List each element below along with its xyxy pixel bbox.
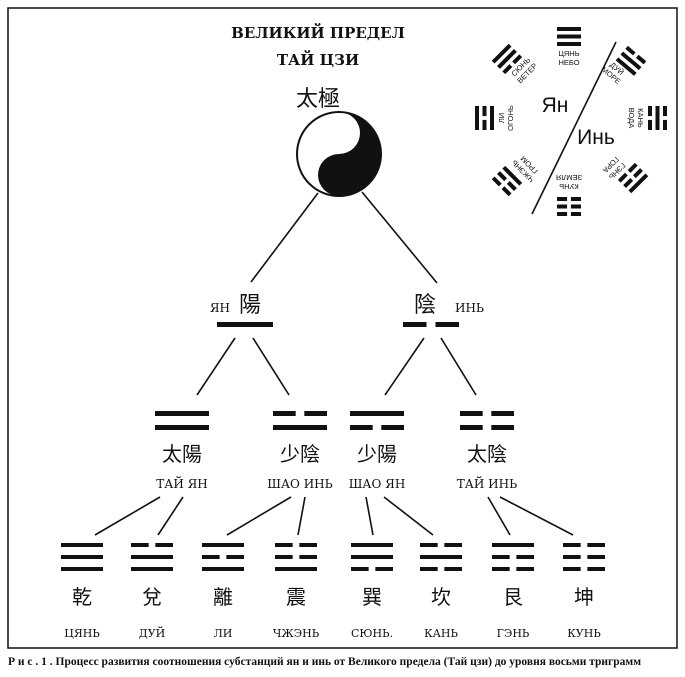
bagua-li-name: ЛИ [497,113,506,123]
trigram-kun-label: КУНЬ [567,627,601,640]
title-line-1: ВЕЛИКИЙ ПРЕДЕЛ [231,23,405,42]
bagua-xun-lines [491,43,523,75]
trigram-kan-lines [420,543,462,571]
bagua-qian-element: НЕБО [558,58,579,67]
bagua-kun-lines [557,197,581,216]
trigram-kan-hanzi: 坎 [431,585,451,609]
level2-shao-yang-lines [350,411,404,430]
trigram-kun-lines [563,543,605,571]
level2-tai-yin-label: ТАЙ ИНЬ [457,475,517,491]
level1-yin-line [403,322,459,327]
trigram-gen-lines [492,543,534,571]
title-line-2: ТАЙ ЦЗИ [277,50,359,69]
trigram-qian-hanzi: 乾 [72,585,92,609]
bagua-li-element: ОГОНЬ [506,105,515,131]
bagua-qian-icon [557,27,581,46]
level2-tai-yang-label: ТАЙ ЯН [156,475,208,491]
level2-shao-yang-hanzi: 少陽 [357,442,397,466]
bagua-zhen-icon [491,165,523,197]
level2-shao-yin-lines [273,411,327,430]
bagua-kan-lines [648,106,667,130]
bagua-dui-lines [615,45,647,76]
trigram-dui-hanzi: 兌 [142,585,162,609]
bagua-kun-element: ЗЕМЛЯ [556,173,582,182]
trigram-li-hanzi: 離 [213,585,233,609]
trigram-gen-label: ГЭНЬ [497,627,530,640]
trigram-kun-hanzi: 坤 [574,585,594,609]
trigram-xun-lines [351,543,393,571]
trigram-xun-label: СЮНЬ. [351,627,393,640]
trigram-zhen-hanzi: 震 [286,585,306,609]
level2-shao-yin-hanzi: 少陰 [280,442,320,466]
bagua-xun-icon [491,43,523,75]
bagua-kan-icon [648,106,667,130]
bagua-kun-name: КУНЬ [559,182,579,191]
bagua-dui-icon [615,45,647,76]
trigram-dui-label: ДУЙ [139,626,166,640]
bagua-yin-label: Инь [577,126,615,149]
bagua-kan-element: ВОДА [627,108,636,129]
trigram-zhen-lines [275,543,317,571]
level2-tai-yin-hanzi: 太陰 [467,442,507,466]
trigram-li-label: ЛИ [214,627,233,640]
level2-group: 太陽 ТАЙ ЯН 少陰 ШАО ИНЬ 少陽 ШАО ЯН 太陰 ТАЙ ИНЬ [155,411,517,491]
level2-tai-yang-lines [155,411,209,430]
bagua-qian-lines [557,27,581,46]
trigram-xun-hanzi: 巽 [362,585,382,609]
bagua-zhen-lines [491,165,523,197]
bagua-gen-icon [617,162,649,194]
bagua-kan-name: КАНЬ [636,108,645,128]
level1-yin-hanzi: 陰 [414,293,436,318]
trigram-row: 乾 ЦЯНЬ 兌 ДУЙ 離 ЛИ 震 ЧЖЭНЬ 巽 СЮНЬ. 坎 КАНЬ 艮 ГЭНЬ 坤 КУНЬ [61,543,605,640]
trigram-qian-lines [61,543,103,571]
level1-yang-label: ЯН [210,301,230,315]
level2-tai-yin-lines [460,411,514,430]
trigram-kan-label: КАНЬ [424,627,458,640]
bagua-kun-icon [557,197,581,216]
trigram-zhen-label: ЧЖЭНЬ [273,627,320,640]
level1-yang-line [217,322,273,327]
trigram-qian-label: ЦЯНЬ [64,627,100,640]
diagram-frame [7,7,678,649]
level2-shao-yang-label: ШАО ЯН [349,477,406,491]
figure-caption: Р и с . 1 . Процесс развития соотношения… [8,656,642,668]
bagua-li-lines [475,106,494,130]
level1-group: ЯН 陽 陰 ИНЬ [210,293,484,327]
bagua-qian-name: ЦЯНЬ [558,49,579,58]
level2-shao-yin-label: ШАО ИНЬ [267,477,332,491]
level1-yin-label: ИНЬ [455,301,484,315]
level2-tai-yang-hanzi: 太陽 [162,442,202,466]
tree-connectors [94,191,574,536]
level1-yang-hanzi: 陽 [239,293,261,318]
bagua-divider [531,41,617,215]
bagua-li-icon [475,106,494,130]
bagua-yang-label: Ян [542,94,569,117]
bagua-gen-lines [617,162,649,194]
trigram-gen-hanzi: 艮 [503,585,523,609]
title-hanzi: 太極 [296,87,340,112]
trigram-li-lines [202,543,244,571]
trigram-dui-lines [131,543,173,571]
taiji-icon [296,111,382,197]
